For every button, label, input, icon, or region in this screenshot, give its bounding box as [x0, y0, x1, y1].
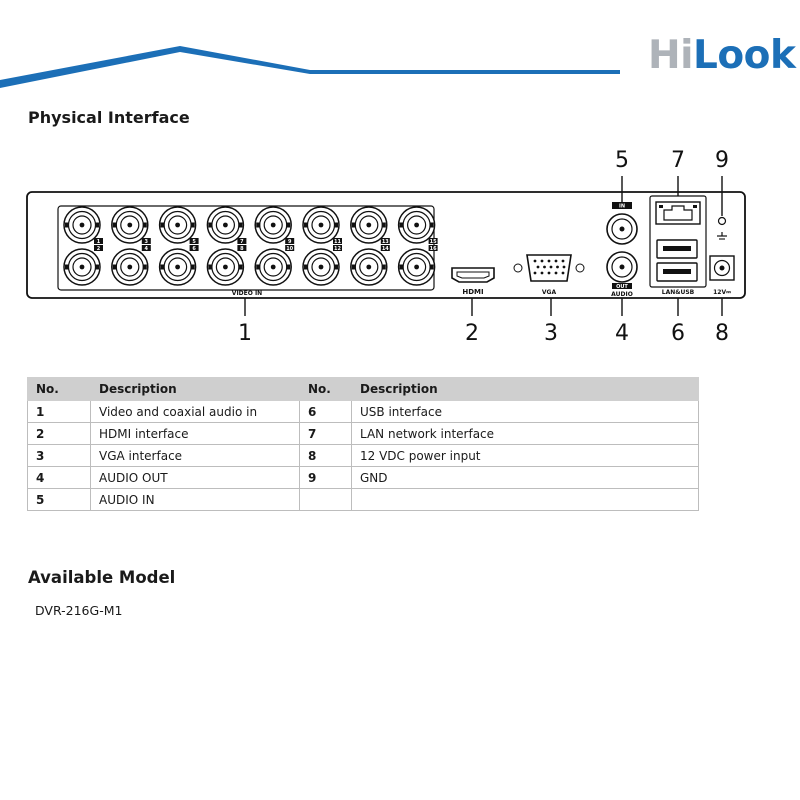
callout-7: 7 [671, 148, 685, 173]
usb-port-lower [656, 262, 698, 282]
bnc-connector [206, 248, 245, 286]
table-row: 1 Video and coaxial audio in 6 USB inter… [27, 400, 699, 423]
callout-9: 9 [715, 148, 729, 173]
cell-no: 9 [299, 466, 352, 489]
cell-no: 3 [27, 444, 91, 467]
cell-description: GND [351, 466, 699, 489]
cell-description [351, 488, 699, 511]
channel-label: 1 [97, 239, 101, 245]
bnc-connector [302, 248, 340, 286]
table-row: 2 HDMI interface 7 LAN network interface [27, 422, 699, 445]
cell-description: LAN network interface [351, 422, 699, 445]
vga-port [513, 254, 585, 282]
channel-label: 16 [430, 246, 437, 252]
channel-label: 10 [286, 246, 293, 252]
cell-no [299, 488, 352, 511]
cell-description: Video and coaxial audio in [90, 400, 300, 423]
audio-label: AUDIO [611, 291, 633, 298]
svg-text:OUT: OUT [616, 284, 628, 290]
cell-no: 6 [299, 400, 352, 423]
cell-no: 4 [27, 466, 91, 489]
bnc-connector [302, 206, 340, 244]
cell-description: HDMI interface [90, 422, 300, 445]
hdmi-label: HDMI [462, 288, 483, 296]
bnc-connector [350, 248, 388, 286]
channel-label: 3 [145, 239, 149, 245]
header-no: No. [299, 377, 352, 401]
vga-pins [533, 259, 566, 275]
callout-1: 1 [238, 321, 252, 346]
cell-description: USB interface [351, 400, 699, 423]
channel-label: 7 [240, 239, 244, 245]
channel-label: 15 [430, 239, 437, 245]
cell-no: 8 [299, 444, 352, 467]
table-row: 5 AUDIO IN [27, 488, 699, 511]
video-in-label: VIDEO IN [232, 290, 262, 297]
callout-5: 5 [615, 148, 629, 173]
table-row: 3 VGA interface 8 12 VDC power input [27, 444, 699, 467]
hdmi-port [451, 267, 495, 283]
callout-lines [244, 176, 723, 316]
cell-no: 5 [27, 488, 91, 511]
bnc-connector [158, 206, 197, 244]
channel-label: 14 [382, 246, 389, 252]
available-model-title: Available Model [28, 568, 176, 587]
header-no: No. [27, 377, 91, 401]
bnc-connector [254, 248, 292, 286]
power-jack [709, 255, 735, 281]
bnc-connector [158, 248, 197, 286]
interface-description-table: No. Description No. Description 1 Video … [27, 377, 699, 511]
audio-in-port [606, 213, 638, 245]
bnc-connector [350, 206, 388, 244]
bnc-connector [206, 206, 245, 244]
hilook-logo: HiLook [648, 33, 796, 78]
channel-label: 12 [334, 246, 341, 252]
power-label: 12V⎓ [713, 289, 731, 296]
callout-4: 4 [615, 321, 629, 346]
header-description: Description [351, 377, 699, 401]
audio-out-port [606, 251, 638, 283]
channel-label: 2 [97, 246, 101, 252]
bnc-connector [111, 248, 149, 286]
callout-2: 2 [465, 321, 479, 346]
cell-description: AUDIO IN [90, 488, 300, 511]
channel-label: 4 [145, 246, 149, 252]
callout-8: 8 [715, 321, 729, 346]
channel-label: 6 [192, 246, 196, 252]
header-description: Description [90, 377, 300, 401]
model-name: DVR-216G-M1 [35, 603, 123, 618]
lan-usb-label: LAN&USB [662, 289, 695, 296]
callout-6: 6 [671, 321, 685, 346]
bnc-connector [63, 206, 101, 244]
header-wave-decoration [0, 46, 620, 88]
table-header-row: No. Description No. Description [27, 377, 699, 401]
bnc-connector [397, 206, 436, 244]
channel-label: 9 [288, 239, 292, 245]
bnc-connector [397, 248, 436, 286]
callout-numbers: 1 2 3 4 5 6 7 8 9 [238, 148, 729, 346]
cell-no: 2 [27, 422, 91, 445]
cell-description: 12 VDC power input [351, 444, 699, 467]
channel-label: 13 [382, 239, 389, 245]
physical-interface-title: Physical Interface [28, 108, 190, 127]
table-row: 4 AUDIO OUT 9 GND [27, 466, 699, 489]
cell-no: 7 [299, 422, 352, 445]
channel-label: 8 [240, 246, 244, 252]
gnd-terminal [717, 216, 727, 240]
usb-port-upper [656, 239, 698, 259]
callout-3: 3 [544, 321, 558, 346]
svg-text:IN: IN [619, 204, 625, 210]
cell-description: VGA interface [90, 444, 300, 467]
bnc-connector [254, 206, 292, 244]
channel-label: 11 [334, 239, 341, 245]
cell-description: AUDIO OUT [90, 466, 300, 489]
bnc-connector [111, 206, 149, 244]
bnc-connector [63, 248, 101, 286]
cell-no: 1 [27, 400, 91, 423]
channel-label: 5 [192, 239, 196, 245]
vga-label: VGA [542, 289, 557, 296]
lan-port [655, 201, 701, 225]
